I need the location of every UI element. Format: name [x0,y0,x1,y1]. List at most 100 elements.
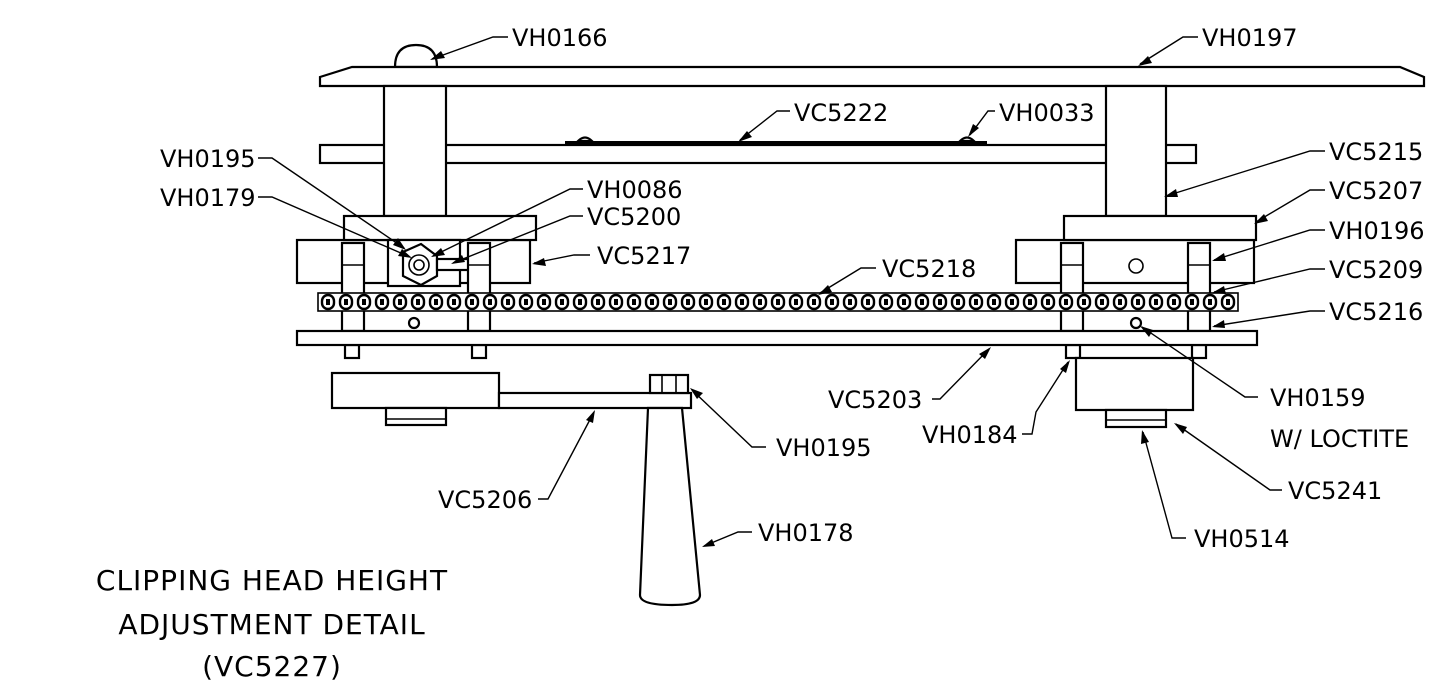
label-vh0166: VH0166 [512,24,608,52]
right-sprocket-housing [1074,356,1195,412]
label-vh0184: VH0184 [922,421,1018,449]
chain-pin [398,299,402,305]
label-vc5207: VC5207 [1329,177,1423,205]
label-vc5209: VC5209 [1329,256,1423,284]
label-vc5215: VC5215 [1329,138,1423,166]
chain-pin [524,299,528,305]
label-vc5217: VC5217 [597,242,691,270]
chain-pin [830,299,834,305]
chain-pin [1100,299,1104,305]
chain-pin [812,299,816,305]
label-vh0195-top: VH0195 [160,145,256,173]
left-guide-post-1 [340,241,366,333]
chain-pin [1136,299,1140,305]
right-guide-post-1 [1059,241,1085,333]
label-vc5218: VC5218 [882,255,976,283]
left-sprocket-housing [330,371,501,410]
upper-rail-bar [318,143,1198,165]
label-vc5203: VC5203 [828,386,922,414]
chain-pin [884,299,888,305]
label-vh0033: VH0033 [999,99,1095,127]
label-loctite: W/ LOCTITE [1270,425,1409,453]
clamp-nut [401,242,439,287]
chain-pin [848,299,852,305]
chain-pin [920,299,924,305]
right-guide-post-2 [1186,241,1212,333]
crank-handle [638,406,702,607]
right-sprocket-hub [1104,408,1168,429]
right-bottom-bolt-2 [1190,343,1208,360]
top-plate [318,65,1426,88]
clamp-nut-bore-inner [413,259,425,271]
chain-pin [650,299,654,305]
chain-pin [1010,299,1014,305]
chain-pin [614,299,618,305]
chain-pin [434,299,438,305]
crank-bolt-head [648,373,690,395]
chain-pin [902,299,906,305]
strap [565,141,987,145]
chain-pin [758,299,762,305]
label-vh0159: VH0159 [1270,384,1366,412]
chain-pin [560,299,564,305]
top-bolt-head [393,43,439,69]
chain-pin [506,299,510,305]
crank-arm [497,391,693,410]
right-carriage-plate [1062,214,1258,242]
drawing-title-line-2: ADJUSTMENT DETAIL [118,608,425,641]
chain-pin [344,299,348,305]
chain-pin [380,299,384,305]
left-sprocket-hub [384,406,448,427]
chain-pin [542,299,546,305]
chain-pin [1064,299,1068,305]
leader-lines [258,36,1325,547]
label-vh0514: VH0514 [1194,525,1290,553]
label-vc5200: VC5200 [587,203,681,231]
chain-pin [794,299,798,305]
chain-pin [452,299,456,305]
chain-pin [596,299,600,305]
right-bottom-bolt-1 [1064,343,1082,360]
chain-pin [1046,299,1050,305]
right-carriage-block [1014,238,1256,285]
right-carriage-hole [1128,258,1144,274]
strap-screw-left [575,136,595,143]
chain-pin [866,299,870,305]
label-vh0179: VH0179 [160,184,256,212]
base-plate [295,329,1259,347]
strap-screw-right [957,136,977,143]
left-set-screw [407,316,421,330]
chain-pin [326,299,330,305]
chain-pin [1172,299,1176,305]
label-vh0086: VH0086 [587,176,683,204]
chain-pin [704,299,708,305]
chain-pin [578,299,582,305]
label-vc5206: VC5206 [438,486,532,514]
chain-pin [668,299,672,305]
label-vc5216: VC5216 [1329,298,1423,326]
label-vh0196: VH0196 [1329,217,1425,245]
chain-pin [488,299,492,305]
clamp-lever [435,257,472,272]
chain-pin [362,299,366,305]
chain-pin [1028,299,1032,305]
left-bottom-bolt-2 [470,343,488,360]
chain-pin [1190,299,1194,305]
chain-pin [740,299,744,305]
chain-pin [776,299,780,305]
chain-pin [470,299,474,305]
right-set-screw [1129,316,1143,330]
label-vh0195-bottom: VH0195 [776,434,872,462]
chain-pin [992,299,996,305]
chain-pin [974,299,978,305]
clamp-nut-bore [408,254,430,276]
label-vh0197: VH0197 [1202,24,1298,52]
chain-pin [632,299,636,305]
chain-pin [416,299,420,305]
roller-chain [317,292,1239,312]
label-vc5222: VC5222 [794,99,888,127]
drawing-title-line-3: (VC5227) [202,650,342,683]
chain-pin [722,299,726,305]
chain-pin [1208,299,1212,305]
